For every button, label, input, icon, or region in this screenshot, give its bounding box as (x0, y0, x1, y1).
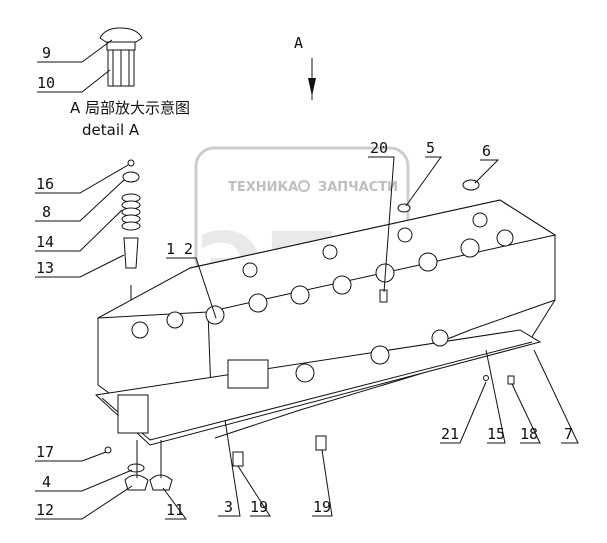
callout-5: 5 (426, 139, 435, 157)
callout-16: 16 (36, 175, 54, 193)
part-5 (397, 203, 411, 213)
callout-7: 7 (564, 425, 573, 443)
part-17 (104, 446, 112, 454)
callout-18: 18 (520, 425, 538, 443)
watermark-left-text: ТЕХНИКА (228, 180, 298, 195)
watermark-right-text: ЗАПЧАСТИ (318, 180, 398, 195)
callout-15: 15 (487, 425, 505, 443)
part-21 (483, 375, 489, 381)
detail-caption-cn: A 局部放大示意图 (70, 99, 190, 117)
callout-1-2: 1 2 (166, 240, 193, 258)
callout-8: 8 (42, 203, 51, 221)
part-19-left (232, 451, 244, 467)
valve-spring-stack (121, 159, 141, 320)
detail-a-part (99, 27, 143, 87)
part-18 (507, 375, 515, 385)
callout-13: 13 (36, 259, 54, 277)
leader-lines (35, 39, 579, 520)
view-marker-label: A (294, 34, 303, 52)
callout-10: 10 (37, 74, 55, 92)
callout-17: 17 (36, 443, 54, 461)
callout-4: 4 (42, 473, 51, 491)
callout-12: 12 (36, 501, 54, 519)
valve-head-right (149, 474, 173, 491)
view-arrow-head (308, 78, 316, 96)
gear-icon (298, 180, 310, 192)
cylinder-head (94, 199, 557, 446)
callout-6: 6 (482, 142, 491, 160)
part-19-right (315, 435, 327, 451)
detail-caption-en: detail A (82, 121, 140, 139)
callout-14: 14 (36, 233, 54, 251)
callout-3: 3 (224, 498, 233, 516)
callout-20: 20 (370, 139, 388, 157)
callout-19-right: 19 (313, 498, 331, 516)
callout-19-left: 19 (250, 498, 268, 516)
callout-9: 9 (42, 44, 51, 62)
callout-11: 11 (166, 501, 184, 519)
callout-21: 21 (441, 425, 459, 443)
part-20 (379, 289, 388, 303)
